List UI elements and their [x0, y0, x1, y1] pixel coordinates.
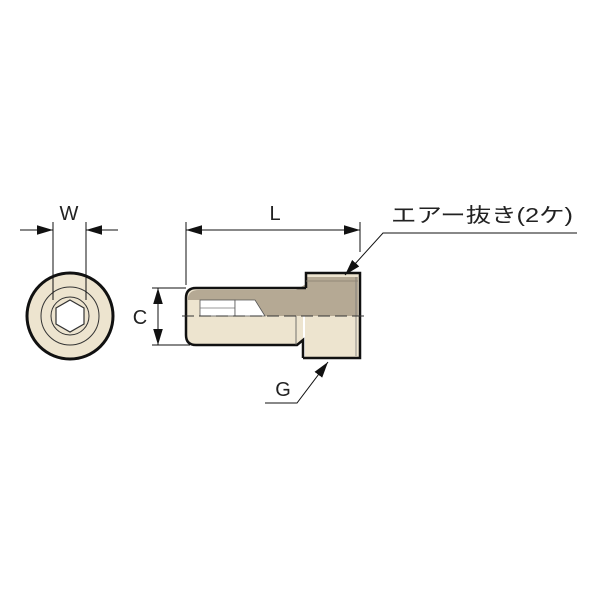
air-vent-label: エアー抜き(2ケ) — [391, 204, 573, 227]
g-leader — [265, 361, 329, 404]
head-outline — [303, 271, 362, 360]
end-view: W — [20, 203, 118, 361]
cone-cavity — [234, 299, 266, 317]
air-vent-leader — [344, 232, 577, 276]
side-view: L C G エアー抜き(2ケ) — [133, 203, 577, 404]
hex-socket-icon — [55, 299, 85, 333]
w-label: W — [60, 203, 79, 225]
g-label: G — [275, 379, 291, 401]
l-label: L — [269, 203, 280, 225]
section-cut — [188, 277, 358, 316]
shank-outline — [184, 286, 306, 358]
c-label: C — [133, 307, 147, 329]
